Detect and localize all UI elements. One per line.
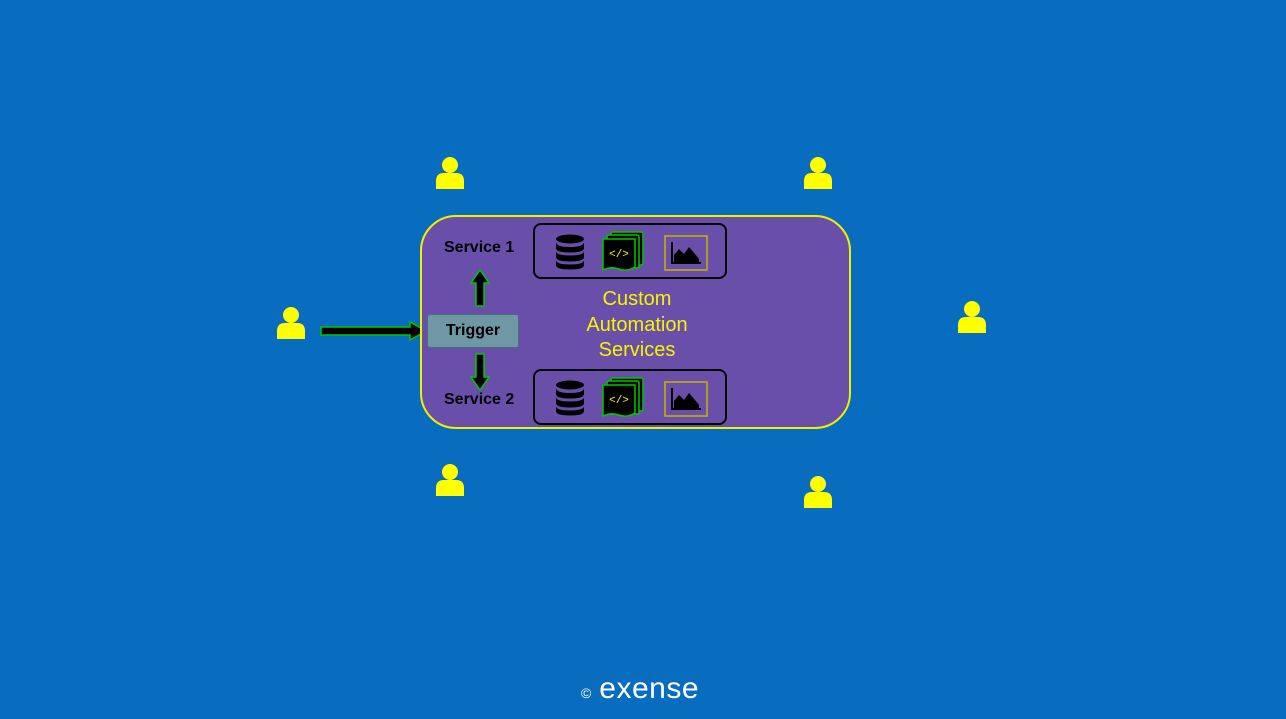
user-icon <box>804 476 832 508</box>
arrow-down <box>469 353 491 392</box>
input-arrow <box>320 320 428 342</box>
area-chart-icon <box>664 235 708 271</box>
trigger-node: Trigger <box>427 314 519 348</box>
user-icon <box>804 157 832 189</box>
svg-text:</>: </> <box>609 395 629 407</box>
footer-brand: © exense <box>540 672 740 706</box>
code-file-stack-icon: </> <box>602 231 644 272</box>
user-icon <box>436 464 464 496</box>
service-2-panel: </> <box>533 369 727 425</box>
service-1-label: Service 1 <box>444 239 515 256</box>
database-icon <box>556 380 584 416</box>
area-chart-icon <box>664 381 708 417</box>
user-icon <box>958 301 986 333</box>
svg-text:</>: </> <box>609 249 629 261</box>
brand-name: exense <box>599 672 700 705</box>
code-file-stack-icon: </> <box>602 377 644 418</box>
user-icon <box>277 307 305 339</box>
service-2-label: Service 2 <box>444 391 515 408</box>
arrow-up <box>469 268 491 307</box>
container-title-line-2: Automation <box>586 313 688 336</box>
user-icon <box>436 157 464 189</box>
database-icon <box>556 234 584 270</box>
container-title: Custom Automation Services <box>560 287 714 364</box>
container-title-line-3: Services <box>598 339 676 361</box>
service-1-panel: </> <box>533 223 727 279</box>
copyright-symbol: © <box>580 685 592 701</box>
container-title-line-1: Custom <box>602 288 672 310</box>
